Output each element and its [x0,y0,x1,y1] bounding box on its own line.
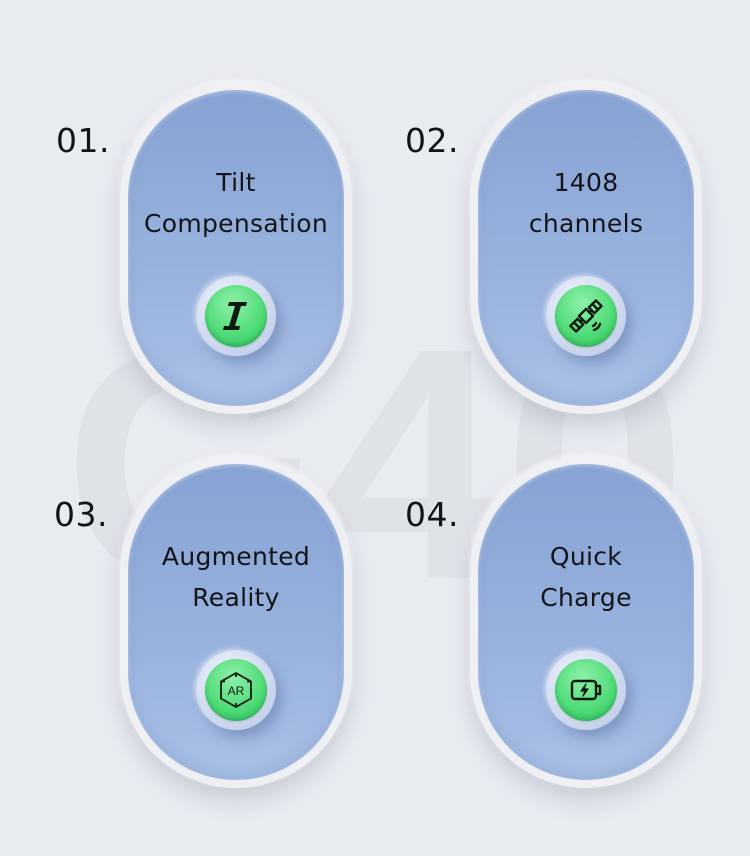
feature-number-4: 04. [405,495,459,534]
feature-card-body: Augmented Reality AR [128,464,344,780]
feature-card-augmented-reality: Augmented Reality AR [120,456,352,788]
feature-title: Augmented Reality [128,536,344,618]
feature-card-quick-charge: Quick Charge [470,456,702,788]
feature-title-line1: 1408 [553,168,619,197]
feature-number-1: 01. [56,121,110,160]
feature-number-2: 02. [405,121,459,160]
feature-title-line1: Tilt [216,168,256,197]
feature-title: Quick Charge [478,536,694,618]
feature-title-line2: Compensation [143,209,329,238]
feature-card-1408-channels: 1408 channels [470,82,702,414]
feature-title: 1408 channels [478,162,694,244]
feature-title-line2: channels [528,209,644,238]
svg-text:AR: AR [228,684,245,698]
feature-card-body: Tilt Compensation [128,90,344,406]
feature-number-3: 03. [54,495,108,534]
feature-icon-button[interactable] [196,276,276,356]
feature-title-line2: Charge [540,583,632,612]
satellite-icon [555,285,617,347]
feature-card-body: Quick Charge [478,464,694,780]
feature-card-body: 1408 channels [478,90,694,406]
feature-title: Tilt Compensation [128,162,344,244]
battery-charge-icon [555,659,617,721]
tilt-italic-i-icon [205,285,267,347]
feature-title-line1: Quick [549,542,623,571]
feature-icon-button[interactable]: AR [196,650,276,730]
feature-title-line1: Augmented [161,542,311,571]
feature-icon-button[interactable] [546,276,626,356]
feature-title-line2: Reality [192,583,280,612]
feature-icon-button[interactable] [546,650,626,730]
feature-card-tilt-compensation: Tilt Compensation [120,82,352,414]
ar-icon: AR [205,659,267,721]
